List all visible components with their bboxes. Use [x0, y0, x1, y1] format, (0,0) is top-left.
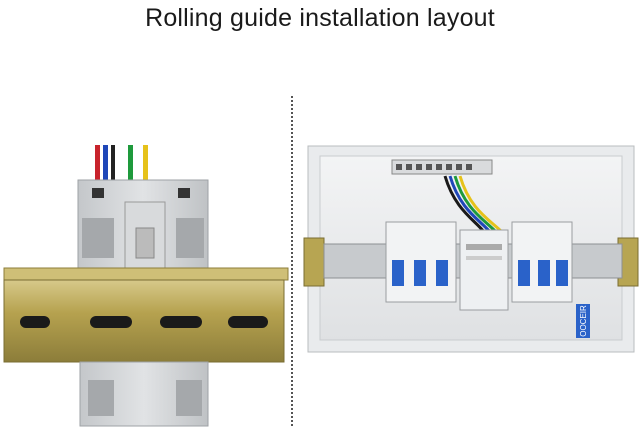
din-rail-module-illustration — [0, 130, 290, 428]
black-wire — [111, 145, 115, 185]
brand-mark: OOCEIR — [579, 305, 588, 337]
din-rail-module-icon — [3, 145, 289, 427]
distribution-box-illustration: OOCEIR — [300, 140, 640, 360]
red-wire — [95, 145, 100, 185]
divider — [291, 96, 293, 426]
breaker-group-left — [385, 221, 457, 303]
page-title: Rolling guide installation layout — [145, 4, 495, 32]
yellow-wire — [143, 145, 148, 185]
blue-wire — [103, 145, 108, 185]
control-module — [459, 229, 509, 311]
distribution-box-icon: OOCEIR — [303, 145, 639, 353]
green-wire — [128, 145, 133, 185]
breaker-group-right — [511, 221, 573, 303]
